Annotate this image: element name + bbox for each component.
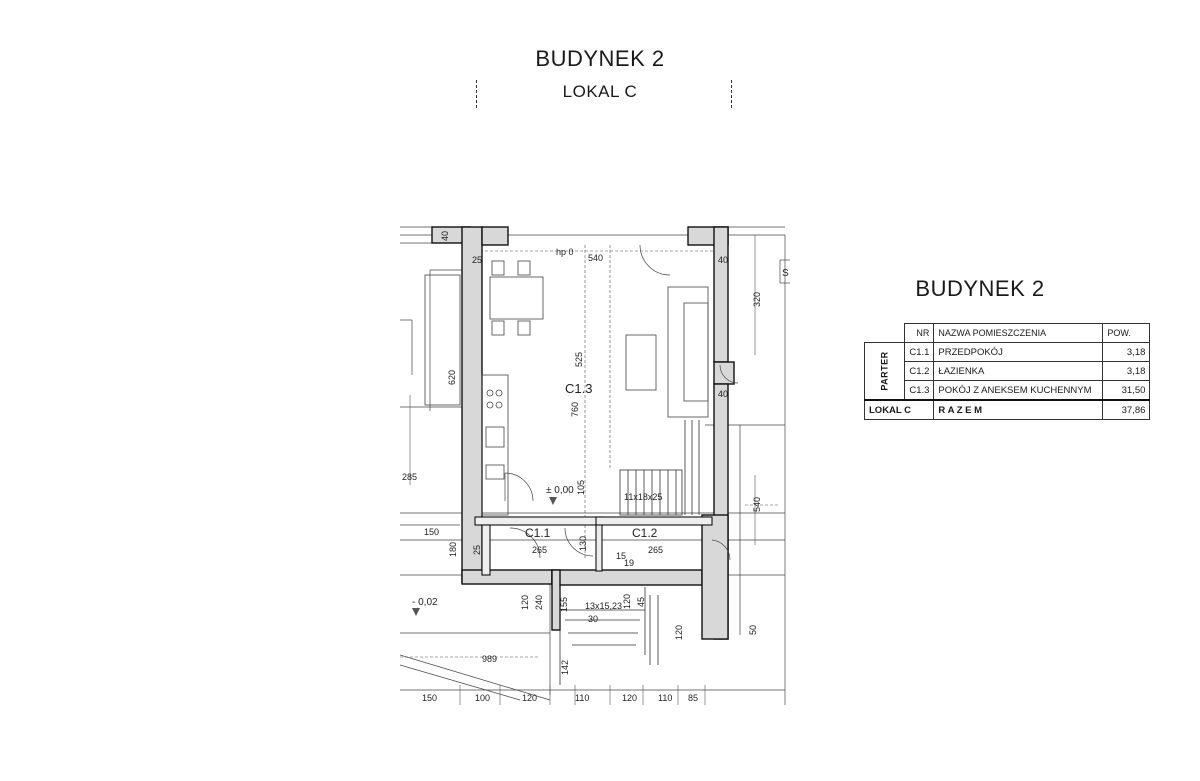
stairs-upper <box>619 420 700 516</box>
level-top: hp 0 <box>556 247 574 257</box>
svg-text:150: 150 <box>424 527 439 537</box>
svg-text:180: 180 <box>448 542 458 557</box>
row-area: 3,18 <box>1102 361 1151 381</box>
level-main: ± 0,00 <box>546 485 574 496</box>
row-nr: C1.1 <box>904 342 935 362</box>
section-mark-left <box>476 80 477 108</box>
room-label-c11: C1.1 <box>525 526 551 540</box>
table-row: C1.3 POKÓJ Z ANEKSEM KUCHENNYM 31,50 <box>865 380 1151 401</box>
svg-text:525: 525 <box>574 352 584 367</box>
svg-text:155: 155 <box>559 597 569 612</box>
svg-text:120: 120 <box>622 594 632 609</box>
svg-text:50: 50 <box>748 625 758 635</box>
header-nr: NR <box>904 323 935 343</box>
summary-title: BUDYNEK 2 <box>915 276 1045 301</box>
level-main-marker <box>549 497 557 505</box>
svg-text:120: 120 <box>622 693 637 703</box>
svg-text:110: 110 <box>575 693 589 703</box>
group-label: PARTER <box>863 342 906 401</box>
svg-text:120: 120 <box>522 693 537 703</box>
svg-text:45: 45 <box>636 597 646 607</box>
row-name: POKÓJ Z ANEKSEM KUCHENNYM <box>933 380 1104 401</box>
door-label: S <box>782 268 789 279</box>
total-label: LOKAL C <box>863 399 935 420</box>
dimension-lines <box>400 235 780 705</box>
header-name: NAZWA POMIESZCZENIA <box>933 323 1104 343</box>
stairs-upper-label: 11x18x25 <box>624 492 662 502</box>
svg-text:150: 150 <box>422 693 437 703</box>
svg-text:40: 40 <box>718 389 728 399</box>
doors <box>504 244 739 561</box>
total-area: 37,86 <box>1102 399 1151 420</box>
exterior-walls <box>431 226 735 640</box>
total-row: LOKAL C R A Z E M 37,86 <box>863 399 1151 420</box>
interior-walls <box>474 516 713 576</box>
svg-text:760: 760 <box>570 402 580 417</box>
svg-text:540: 540 <box>752 497 762 512</box>
header-area: POW. <box>1102 323 1151 343</box>
svg-text:120: 120 <box>520 595 530 610</box>
svg-text:19: 19 <box>624 558 634 568</box>
svg-text:620: 620 <box>447 370 457 385</box>
svg-text:285: 285 <box>402 472 417 482</box>
svg-text:105: 105 <box>576 480 586 495</box>
row-name: ŁAZIENKA <box>933 361 1104 381</box>
stairs-lower-label: 13x15,23 <box>585 601 622 611</box>
row-nr: C1.2 <box>904 361 935 381</box>
row-area: 31,50 <box>1102 380 1151 401</box>
svg-text:130: 130 <box>578 536 588 551</box>
svg-text:85: 85 <box>688 693 698 703</box>
table-header-row: NR NAZWA POMIESZCZENIA POW. <box>865 323 1151 343</box>
svg-text:240: 240 <box>534 595 544 610</box>
svg-text:15: 15 <box>616 551 626 561</box>
svg-text:265: 265 <box>532 545 547 555</box>
svg-text:40: 40 <box>440 231 450 241</box>
row-name: PRZEDPOKÓJ <box>933 342 1104 362</box>
svg-text:110: 110 <box>658 693 672 703</box>
svg-text:142: 142 <box>560 660 570 675</box>
svg-text:120: 120 <box>674 625 684 640</box>
svg-text:320: 320 <box>752 292 762 307</box>
row-nr: C1.3 <box>904 380 935 401</box>
svg-text:540: 540 <box>588 253 603 263</box>
section-mark-right <box>731 80 732 108</box>
stairs-lower-tread: 30 <box>588 614 598 624</box>
furniture <box>424 260 709 516</box>
building-title: BUDYNEK 2 <box>535 46 665 71</box>
room-area-table: NR NAZWA POMIESZCZENIA POW. PARTER C1.1 … <box>863 323 1151 420</box>
svg-text:265: 265 <box>648 545 663 555</box>
svg-text:989: 989 <box>482 654 497 664</box>
total-text: R A Z E M <box>933 399 1104 420</box>
svg-text:25: 25 <box>472 255 482 265</box>
level-outside: - 0,02 <box>412 597 438 608</box>
dimension-labels: 40 25 540 40 320 620 525 760 105 40 540 … <box>402 231 762 703</box>
floor-plan: C1.3 C1.1 C1.2 hp 0 ± 0,00 - 0,02 11x18x… <box>400 226 790 705</box>
level-outside-marker <box>412 608 420 616</box>
table-row: PARTER C1.1 PRZEDPOKÓJ 3,18 <box>863 342 1151 401</box>
svg-text:25: 25 <box>472 545 482 555</box>
unit-title: LOKAL C <box>562 82 638 101</box>
stairs-lower <box>559 587 659 685</box>
room-label-c12: C1.2 <box>632 526 658 540</box>
room-label-c13: C1.3 <box>565 381 592 396</box>
table-row: C1.2 ŁAZIENKA 3,18 <box>865 361 1151 381</box>
row-area: 3,18 <box>1102 342 1151 362</box>
svg-text:100: 100 <box>475 693 490 703</box>
svg-text:40: 40 <box>718 255 728 265</box>
